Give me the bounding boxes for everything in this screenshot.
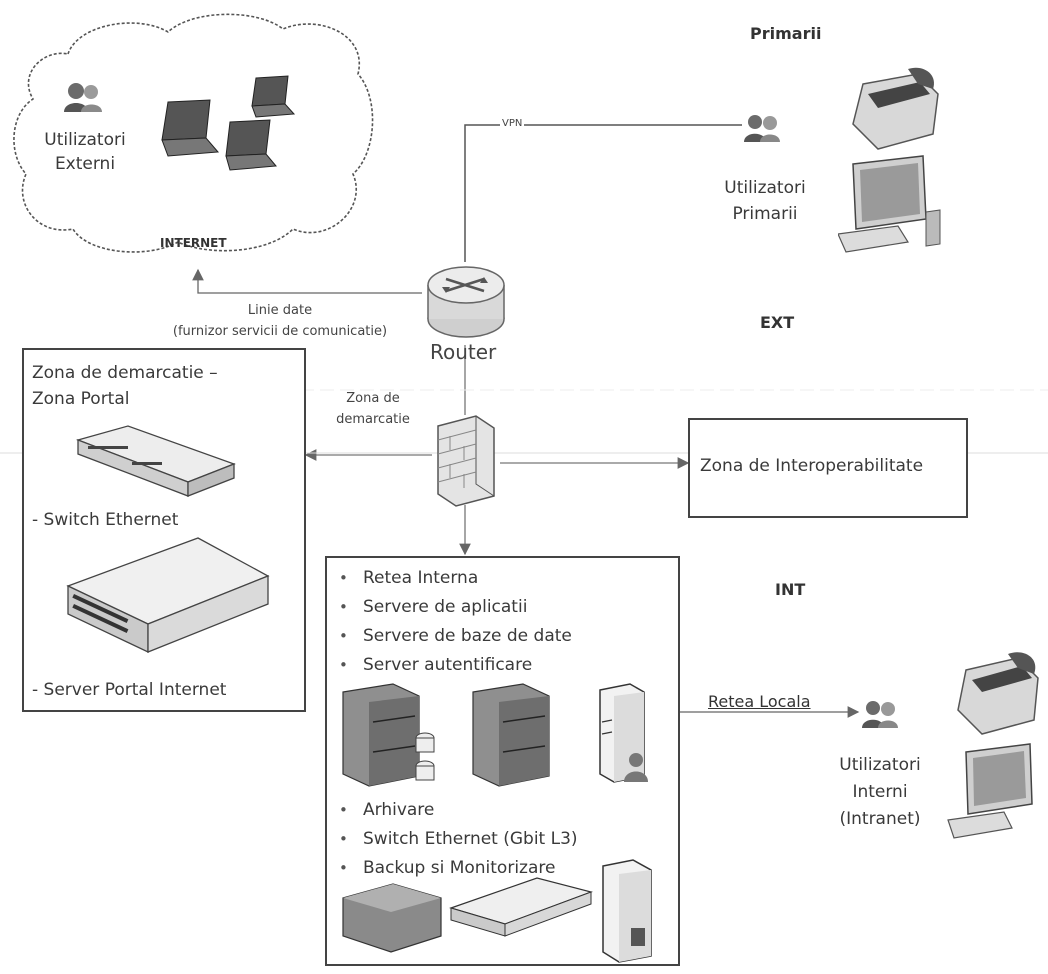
internal-item: Switch Ethernet (Gbit L3) — [329, 825, 578, 854]
primarii-title: Primarii — [750, 24, 822, 43]
data-line — [192, 268, 422, 294]
backup-server-icon — [602, 859, 652, 963]
internal-bottom-list: Arhivare Switch Ethernet (Gbit L3) Backu… — [329, 796, 578, 883]
internal-zone-box: Retea Interna Servere de aplicatii Serve… — [325, 556, 680, 966]
portal-zone-box: Zona de demarcatie – Zona Portal - Switc… — [22, 348, 306, 712]
data-line-label: Linie date (furnizor servicii de comunic… — [172, 303, 388, 339]
int-zone-label: INT — [775, 580, 806, 599]
internal-top-list: Retea Interna Servere de aplicatii Serve… — [329, 564, 572, 680]
vpn-label: VPN — [500, 118, 525, 129]
interop-zone-box: Zona de Interoperabilitate — [688, 418, 968, 518]
portal-server-icon — [66, 537, 270, 654]
portal-zone-title: Zona de demarcatie – Zona Portal — [32, 363, 218, 409]
local-network-label: Retea Locala — [708, 692, 811, 711]
internal-item: Backup si Monitorizare — [329, 854, 578, 883]
gbit-switch-icon — [449, 877, 593, 937]
internal-item: Arhivare — [329, 796, 578, 825]
auth-server-icon — [599, 683, 648, 783]
primarii-users-icon — [744, 115, 780, 142]
servers-row-icon — [342, 683, 648, 787]
ext-zone-label: EXT — [760, 313, 795, 332]
router-icon — [427, 266, 505, 338]
internal-item: Retea Interna — [329, 564, 572, 593]
primarii-users-label: Utilizatori Primarii — [724, 178, 806, 224]
vpn-line — [464, 124, 742, 262]
interop-zone-label: Zona de Interoperabilitate — [700, 456, 924, 476]
app-server-rack-icon — [342, 683, 435, 787]
external-users-icon — [64, 83, 102, 112]
primarii-printer-pc-icon — [838, 67, 941, 253]
dmz-label: Zona de demarcatie — [336, 391, 410, 427]
portal-switch-label: - Switch Ethernet — [32, 510, 179, 530]
portal-switch-icon — [75, 425, 236, 497]
internal-users-label: Utilizatori Interni (Intranet) — [839, 755, 921, 829]
internet-label: INTERNET — [160, 236, 227, 250]
firewall-icon — [437, 415, 495, 507]
portal-server-label: - Server Portal Internet — [32, 680, 227, 700]
router-label: Router — [430, 340, 497, 364]
internal-item: Servere de aplicatii — [329, 593, 572, 622]
backup-row-icon — [342, 859, 652, 963]
laptops-icon — [161, 75, 296, 171]
internal-item: Server autentificare — [329, 651, 572, 680]
internal-users-icon — [862, 701, 898, 728]
external-users-label: Utilizatori Externi — [44, 130, 126, 174]
db-server-rack-icon — [472, 683, 550, 787]
internal-item: Servere de baze de date — [329, 622, 572, 651]
internal-printer-pc-icon — [947, 652, 1039, 839]
archive-storage-icon — [342, 883, 442, 953]
